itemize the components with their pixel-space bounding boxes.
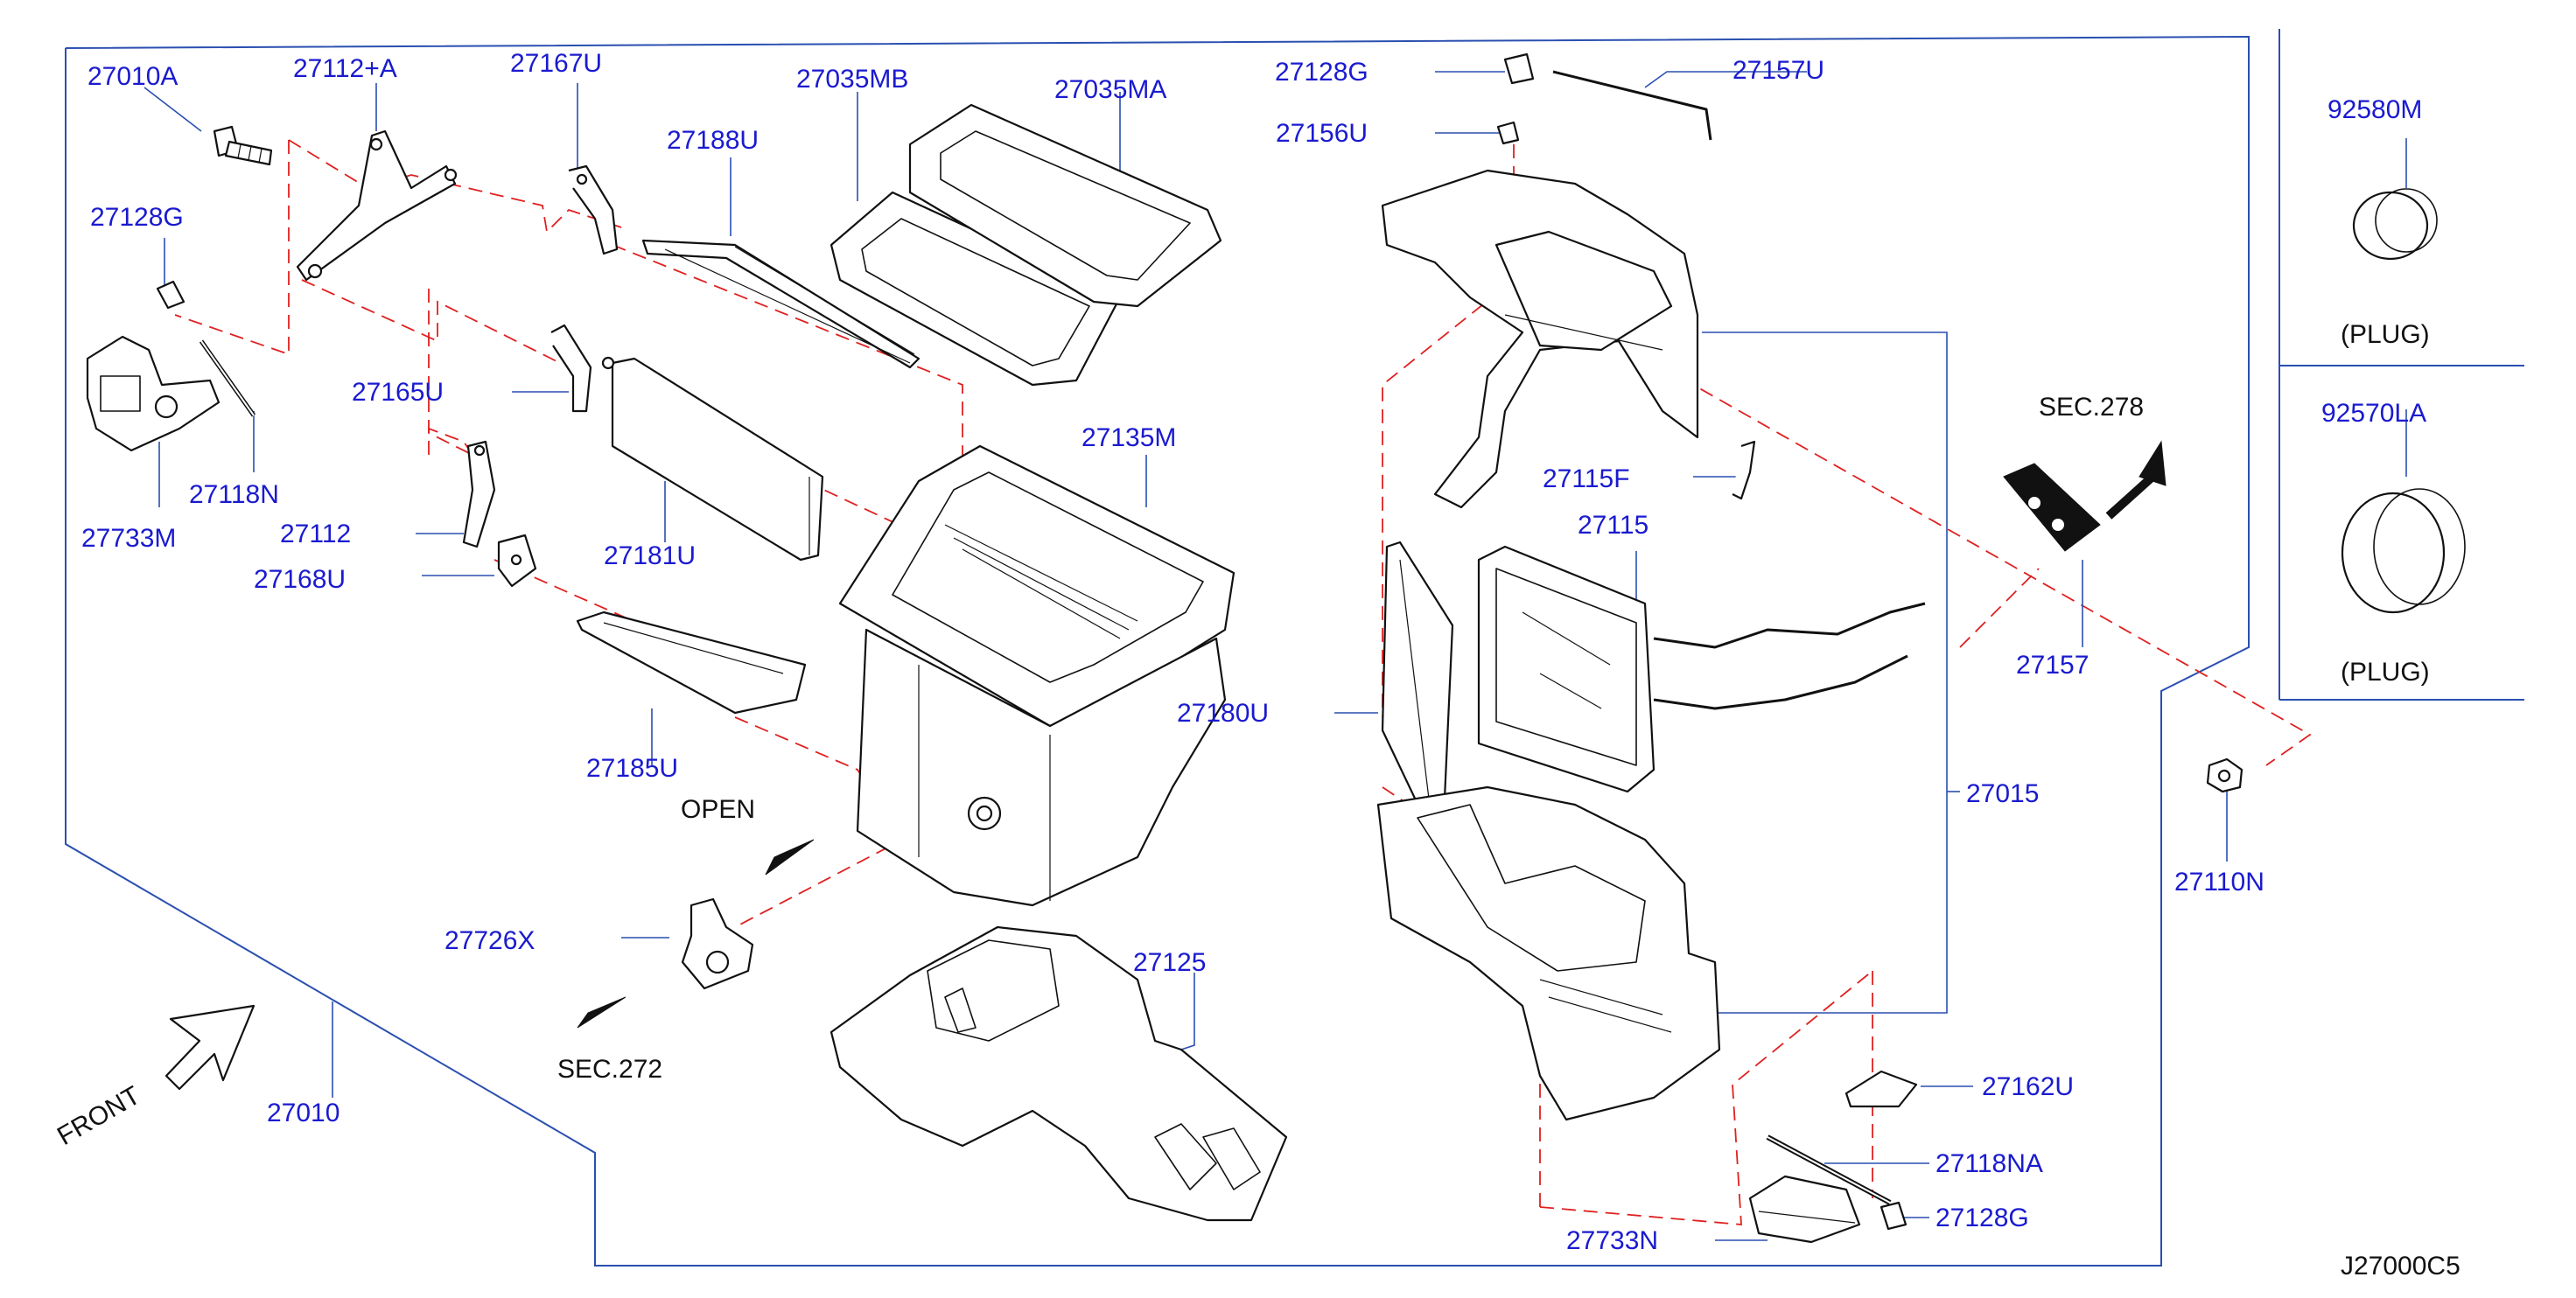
clip-27128G-left — [156, 280, 186, 310]
label-92570LA: 92570LA — [2321, 399, 2426, 428]
label-27726X: 27726X — [444, 926, 535, 955]
part-labels: 27010A 27112+A 27167U 27188U 27035MB 270… — [52, 49, 2460, 1281]
label-27035MA: 27035MA — [1054, 75, 1166, 104]
clip-27128G-bottom — [1880, 1201, 1908, 1231]
filter-holder-27188U — [641, 239, 920, 369]
label-27128G-left: 27128G — [90, 203, 184, 232]
upper-case — [1381, 169, 1699, 509]
label-27118NA: 27118NA — [1936, 1149, 2043, 1178]
diagram-code: J27000C5 — [2341, 1252, 2460, 1281]
clip-27128G-top — [1503, 52, 1535, 85]
label-27115: 27115 — [1578, 511, 1648, 540]
label-27733M: 27733M — [81, 524, 176, 553]
sec272-label: SEC.272 — [557, 1055, 662, 1084]
label-27010: 27010 — [267, 1099, 340, 1127]
bolt-27010A — [213, 125, 273, 166]
actuator-27733M — [86, 335, 220, 452]
label-27188U: 27188U — [667, 126, 759, 155]
air-door-27181U — [601, 356, 824, 562]
label-27125: 27125 — [1133, 948, 1206, 977]
intake-case-27135M — [838, 444, 1236, 907]
grille — [944, 524, 1138, 639]
label-27112: 27112 — [280, 520, 351, 548]
actuator-27733N — [1748, 1175, 1861, 1244]
open-direction-arrow — [765, 839, 815, 876]
label-27157U: 27157U — [1732, 56, 1824, 85]
label-27110N: 27110N — [2174, 868, 2264, 897]
open-label: OPEN — [681, 795, 755, 824]
label-27733N: 27733N — [1566, 1226, 1658, 1255]
link-27167U — [568, 164, 619, 255]
label-27185U: 27185U — [586, 754, 678, 783]
label-27035MB: 27035MB — [796, 65, 908, 94]
bracket-27112A — [296, 129, 458, 282]
evaporator-27180U — [1381, 541, 1454, 824]
link-27165U — [550, 324, 592, 413]
plug-92580M — [2352, 188, 2438, 261]
label-27128G-top: 27128G — [1275, 58, 1368, 87]
sec278-direction-arrow — [2105, 440, 2166, 520]
sec278-label: SEC.278 — [2039, 393, 2144, 422]
actuator-27726X — [681, 897, 754, 990]
label-27156U: 27156U — [1276, 119, 1368, 148]
rod-27118NA — [1766, 1134, 1892, 1205]
label-27128G-bottom: 27128G — [1936, 1204, 2029, 1232]
plug-92570LA — [2341, 488, 2466, 614]
plug-label-lower: (PLUG) — [2341, 658, 2430, 687]
bracket-27162U — [1844, 1070, 1918, 1108]
link-27168U — [497, 534, 537, 588]
connector-27156U — [1496, 121, 1520, 145]
leader-lines — [144, 71, 2407, 1241]
pipe-27157U — [1552, 70, 1712, 141]
label-27180U: 27180U — [1177, 699, 1269, 728]
filter-27035MA — [908, 103, 1222, 308]
label-27165U: 27165U — [352, 378, 444, 407]
link-27112 — [462, 440, 496, 548]
label-27118N: 27118N — [189, 480, 279, 509]
air-door-27185U — [576, 611, 807, 715]
label-27162U: 27162U — [1982, 1072, 2074, 1101]
bracket-27115F — [1732, 440, 1756, 500]
label-92580M: 92580M — [2328, 95, 2422, 124]
label-27010A: 27010A — [88, 62, 178, 91]
rod-27118N — [199, 339, 256, 417]
gasket-27157 — [2003, 463, 2101, 552]
sec272-direction-arrow — [577, 996, 626, 1029]
label-27015: 27015 — [1966, 779, 2039, 808]
label-27157: 27157 — [2016, 651, 2089, 680]
assembly-dashed-lines — [174, 122, 2312, 1225]
lower-case — [1376, 785, 1721, 1121]
label-27168U: 27168U — [254, 565, 346, 594]
duct-27125 — [830, 925, 1288, 1222]
label-27167U: 27167U — [510, 49, 602, 78]
label-27115F: 27115F — [1543, 464, 1630, 493]
label-27112A: 27112+A — [293, 54, 397, 83]
label-27135M: 27135M — [1082, 423, 1176, 452]
assembly-boundary-frame — [65, 29, 2524, 1267]
plug-label-upper: (PLUG) — [2341, 320, 2430, 349]
heater-core-27115 — [1477, 545, 1926, 793]
nut-27110N — [2206, 757, 2244, 793]
front-arrow-icon — [164, 1004, 256, 1091]
filter-27035MB — [830, 191, 1122, 387]
front-label: FRONT — [52, 1081, 145, 1151]
label-27181U: 27181U — [604, 541, 696, 570]
